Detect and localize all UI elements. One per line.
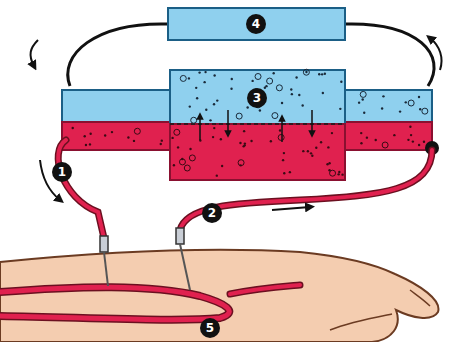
- callout-number: 1: [52, 162, 72, 182]
- blood-channel: [62, 122, 172, 150]
- dialysate-channel: [62, 90, 172, 122]
- needle: [104, 252, 108, 286]
- flow-arrow: [31, 40, 38, 66]
- dialyzer: [170, 70, 345, 124]
- arm: [0, 250, 438, 342]
- callout-number: 4: [246, 14, 266, 34]
- arm-line: [330, 314, 392, 330]
- callout-text: 1: [58, 166, 66, 178]
- callout-text: 2: [208, 207, 216, 219]
- dialysate-unit: [168, 8, 345, 40]
- callout-number: 2: [202, 203, 222, 223]
- fluid-loop: [345, 24, 434, 86]
- flow-arrow: [430, 38, 442, 70]
- blood-channel: [343, 122, 432, 150]
- exchange-arrows: [200, 110, 312, 142]
- membrane: [170, 123, 345, 125]
- needle: [100, 236, 108, 252]
- callout-text: 5: [206, 322, 214, 334]
- tubes: [58, 140, 432, 238]
- callout-number: 5: [200, 318, 220, 338]
- needle: [180, 244, 190, 290]
- needle: [176, 228, 184, 244]
- particles: [72, 69, 428, 177]
- blood-vessels: [0, 285, 300, 320]
- arm-line: [410, 290, 430, 306]
- flow-arrow: [272, 207, 310, 210]
- callout-text: 4: [252, 18, 260, 30]
- dialysate-channel: [343, 90, 432, 122]
- dialyzer: [170, 124, 345, 180]
- fluid-loop: [68, 24, 168, 86]
- callout-text: 3: [253, 92, 261, 104]
- callout-number: 3: [247, 88, 267, 108]
